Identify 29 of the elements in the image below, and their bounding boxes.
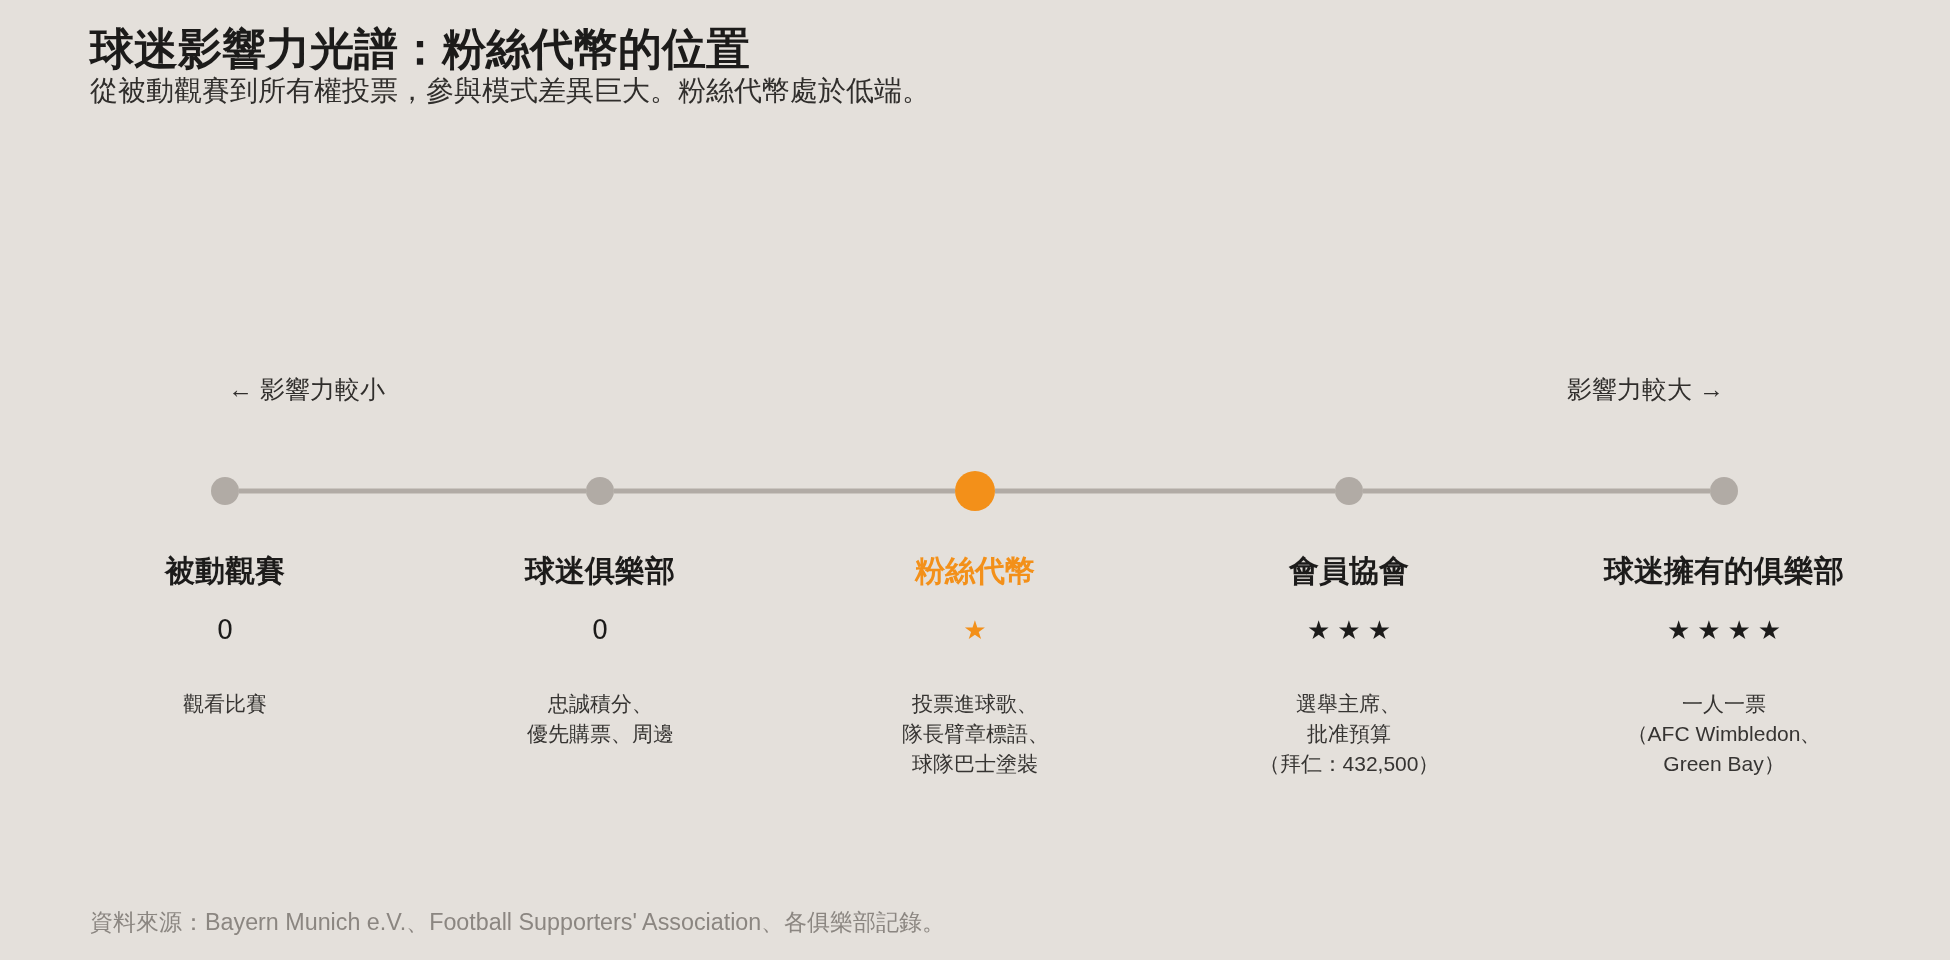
category-heading: 被動觀賽 [165,553,285,589]
category-heading: 球迷擁有的俱樂部 [1604,553,1844,589]
direction-label: 影響力較大 → [1567,374,1724,405]
connector-line [614,488,955,494]
influence-rating: ★★★ [1306,614,1398,647]
source-note: 資料來源：Bayern Munich e.V.、Football Supporters' Association、各俱樂部記錄。 [90,908,946,937]
category-heading: 會員協會 [1289,553,1409,589]
category-description: 觀看比賽 [183,691,267,717]
category-description: 投票進球歌、隊長臂章標語、球隊巴士塗裝 [901,691,1049,777]
influence-rating: ★ [962,614,994,647]
category-description: 選舉主席、批准預算（拜仁：432,500） [1258,691,1440,777]
spectrum-dot [1710,477,1738,505]
influence-rating: ★★★★ [1665,614,1789,647]
spectrum-dot [955,471,995,511]
spectrum-dot [1335,477,1363,505]
influence-rating: 0 [215,614,241,647]
direction-label: ← 影響力較小 [228,374,385,405]
connector-line [995,488,1335,494]
influence-rating: 0 [590,614,616,647]
category-heading: 粉絲代幣 [915,553,1035,589]
connector-line [1363,488,1710,494]
category-heading: 球迷俱樂部 [525,553,675,589]
connector-line [239,488,586,494]
title: 球迷影響力光譜：粉絲代幣的位置 [90,24,750,75]
category-description: 忠誠積分、優先購票、周邊 [526,691,674,747]
subtitle: 從被動觀賽到所有權投票，參與模式差異巨大。粉絲代幣處於低端。 [90,74,930,108]
spectrum-dot [586,477,614,505]
spectrum-dot [211,477,239,505]
category-description: 一人一票（AFC Wimbledon、Green Bay） [1626,691,1822,777]
